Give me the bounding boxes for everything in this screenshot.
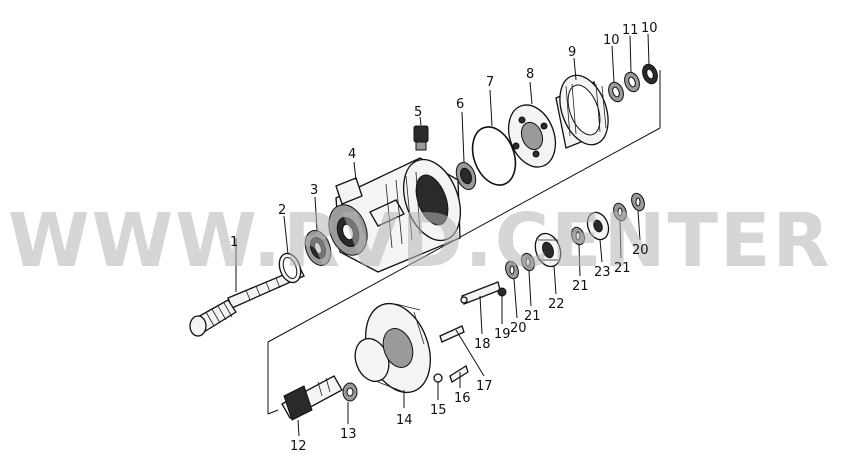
label-16: 16 <box>454 391 471 406</box>
part-12-pinion-gear <box>281 375 343 437</box>
part-21-washer-mid <box>571 226 585 277</box>
watermark-text: WWW.RVD.CENTER <box>8 198 832 284</box>
label-22: 22 <box>548 297 565 312</box>
label-1: 1 <box>230 235 238 250</box>
part-15-pin <box>433 373 443 400</box>
part-6-bearing <box>455 111 477 191</box>
label-17: 17 <box>476 379 493 394</box>
label-18: 18 <box>474 337 491 352</box>
part-22-gear <box>534 232 562 295</box>
label-23: 23 <box>594 265 611 280</box>
part-3-bearing <box>304 196 332 266</box>
part-21-washer-lower <box>521 252 535 307</box>
label-4: 4 <box>348 147 356 162</box>
label-10-left: 10 <box>603 33 620 48</box>
label-7: 7 <box>486 75 494 90</box>
part-20-washer-lower <box>505 260 519 319</box>
part-2-snap-ring <box>278 215 302 284</box>
assembly-bracket-upper <box>267 70 661 415</box>
label-2: 2 <box>278 203 286 218</box>
label-6: 6 <box>456 97 464 112</box>
part-13-nut <box>342 382 358 424</box>
label-8: 8 <box>526 67 534 82</box>
part-4-housing <box>328 157 461 273</box>
label-12: 12 <box>290 439 307 454</box>
label-14: 14 <box>396 413 413 428</box>
part-7-snap-ring <box>471 89 517 186</box>
label-21-right: 21 <box>614 261 631 276</box>
label-13: 13 <box>340 427 357 442</box>
label-9: 9 <box>568 45 576 60</box>
label-20-lower: 20 <box>510 321 527 336</box>
label-19: 19 <box>494 327 511 342</box>
label-5: 5 <box>414 105 422 120</box>
label-20-right: 20 <box>632 243 649 258</box>
part-labels: 1 2 3 4 5 6 7 8 9 10 11 10 12 13 14 15 1… <box>230 21 658 454</box>
part-21-washer-right <box>613 202 627 259</box>
label-10-right: 10 <box>641 21 658 36</box>
label-11: 11 <box>622 23 639 38</box>
label-21-lower: 21 <box>524 309 541 324</box>
part-11-washer <box>624 35 640 93</box>
part-10-washer-right <box>642 33 658 85</box>
part-19-ball <box>497 287 507 324</box>
part-5-vent-plug <box>413 116 429 151</box>
part-17-pin <box>439 325 485 377</box>
part-16-bolt <box>449 365 469 388</box>
part-10-washer-left <box>608 45 624 103</box>
label-15: 15 <box>430 403 447 418</box>
part-8-flange <box>507 81 557 168</box>
part-20-washer-right <box>631 192 645 241</box>
part-9-ring-gear <box>555 57 609 149</box>
label-21-mid: 21 <box>572 279 589 294</box>
part-14-differential-case <box>354 302 431 408</box>
label-3: 3 <box>310 183 318 198</box>
part-23-gear <box>586 211 610 263</box>
